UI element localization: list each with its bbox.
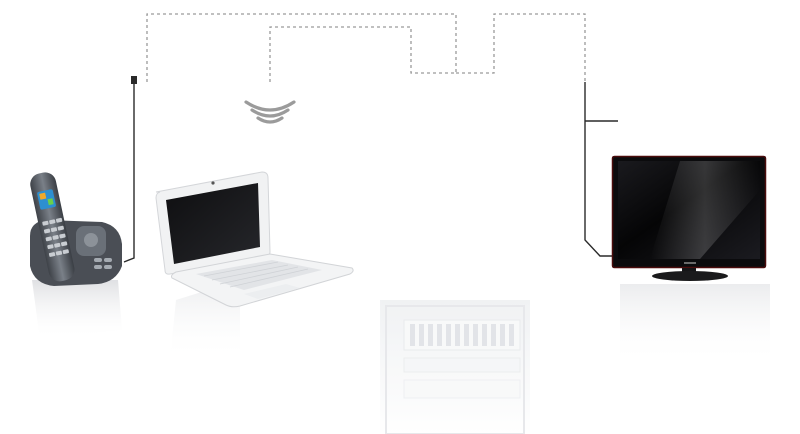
laptop bbox=[155, 171, 354, 360]
tv-screen-shine bbox=[650, 161, 760, 259]
phone-base-keys bbox=[94, 258, 112, 269]
tv-reflection bbox=[620, 284, 770, 364]
tv-neck bbox=[682, 268, 696, 274]
tv-frame-accent bbox=[611, 155, 767, 269]
phone-nav-button bbox=[84, 233, 98, 247]
laptop-screen bbox=[166, 183, 260, 264]
panel-rail-bottom bbox=[403, 379, 521, 399]
tv-wire-dashed bbox=[456, 13, 586, 82]
panel-rail-middle bbox=[403, 357, 521, 373]
laptop-trackpad bbox=[244, 284, 300, 299]
wiring-lines bbox=[146, 13, 586, 82]
wifi-icon bbox=[244, 100, 296, 124]
phone-cable bbox=[123, 82, 135, 263]
distribution-panel bbox=[380, 300, 530, 434]
panel-frame bbox=[385, 305, 525, 434]
tv-stand bbox=[652, 271, 728, 281]
phone-handset bbox=[30, 172, 75, 282]
laptop-camera bbox=[211, 181, 215, 185]
flat-tv bbox=[611, 155, 770, 364]
solid-cables bbox=[123, 76, 618, 263]
tv-brand-strip bbox=[684, 262, 696, 264]
panel-breakers bbox=[410, 324, 514, 346]
tv-cable bbox=[584, 82, 614, 257]
phone-wire-dashed bbox=[146, 13, 457, 82]
phone-keypad bbox=[42, 217, 69, 257]
laptop-keys bbox=[203, 261, 309, 288]
phone-reflection bbox=[32, 280, 122, 340]
phone-plug bbox=[131, 76, 137, 84]
cordless-phone bbox=[30, 172, 122, 340]
